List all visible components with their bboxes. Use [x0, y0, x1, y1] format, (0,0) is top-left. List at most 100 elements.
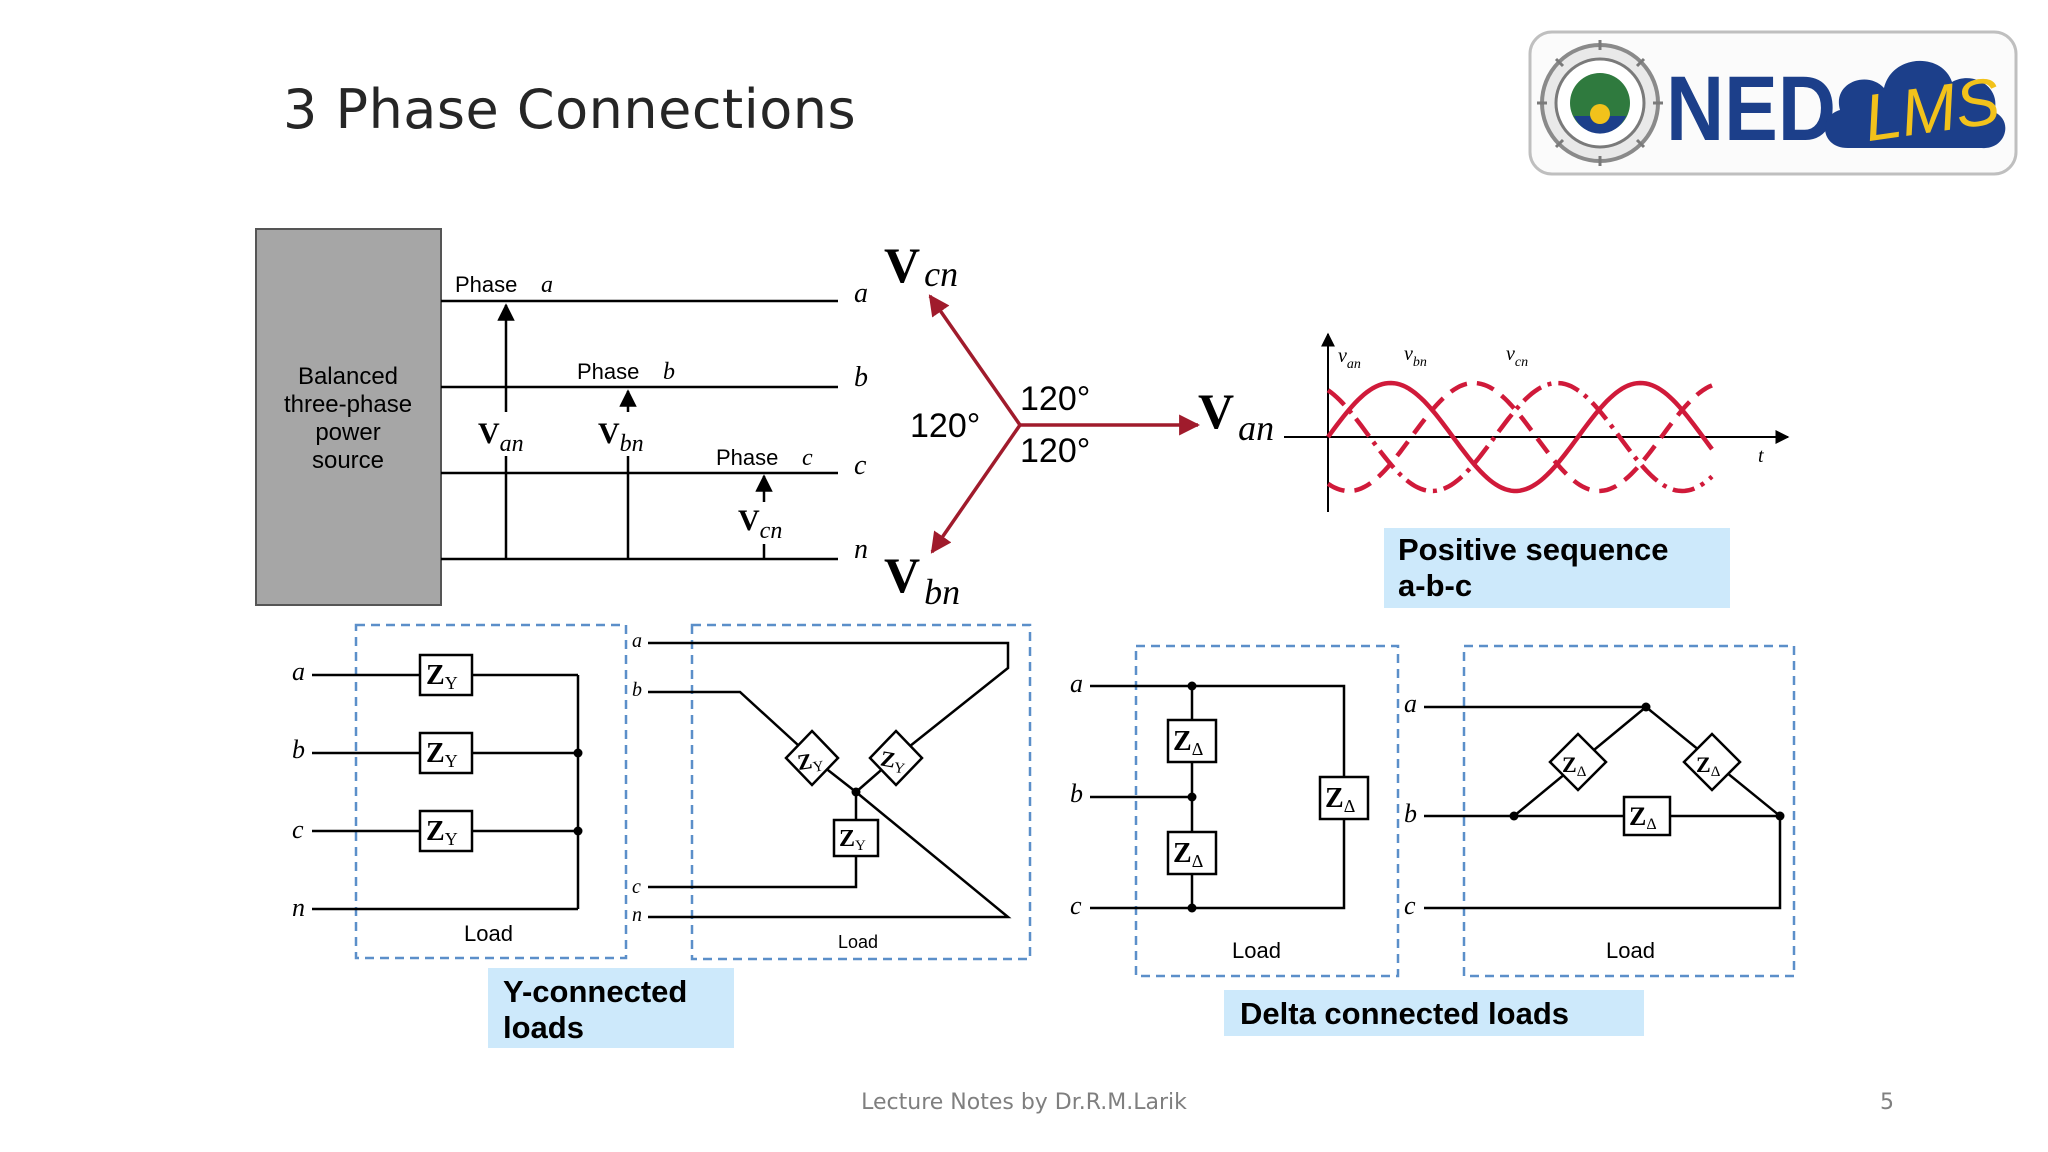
- waveform-van: [1326, 380, 1714, 494]
- d2-line-a: a: [1404, 689, 1417, 718]
- d1-line-c: c: [1070, 891, 1082, 920]
- source-label-1: Balanced: [298, 363, 398, 390]
- y-load-diagram-2: a b c n ZY ZY: [632, 623, 1032, 961]
- d2-load-label: Load: [1606, 938, 1655, 963]
- slide-title: 3 Phase Connections: [283, 78, 857, 141]
- line-label-n: n: [854, 534, 868, 565]
- y1-line-n: n: [292, 893, 305, 922]
- y-load-2-box: [690, 623, 1032, 961]
- source-label-2: three-phase: [284, 391, 412, 418]
- phasor-vcn-arrow: [928, 294, 1022, 427]
- svg-text:ZΔ: ZΔ: [1173, 726, 1203, 759]
- vbn-label: Vbn: [598, 417, 644, 457]
- ned-lms-logo: NED LMS: [1528, 30, 2018, 176]
- wave-axis-t-label: t: [1758, 445, 1764, 467]
- waveform-vcn: [1326, 380, 1714, 494]
- vcn-label: Vcn: [738, 504, 782, 544]
- d1-impedance-bc: ZΔ: [1166, 830, 1218, 876]
- phase-c-letter: c: [802, 445, 813, 471]
- y2-impedance-bottom: ZY: [832, 818, 880, 858]
- svg-text:ZΔ: ZΔ: [1562, 752, 1587, 780]
- y1-load-label: Load: [464, 921, 513, 946]
- waveform-plot: van vbn vcn t: [1284, 332, 1790, 512]
- source-label-4: source: [312, 447, 384, 474]
- y2-impedance-right: ZY: [868, 729, 924, 787]
- source-box: [255, 228, 442, 606]
- phase-c-word: Phase: [716, 445, 778, 470]
- angle-label-left: 120°: [910, 407, 980, 445]
- y1-line-a: a: [292, 657, 305, 686]
- delta-caption-text: Delta connected loads: [1240, 996, 1569, 1031]
- svg-text:ZY: ZY: [426, 660, 458, 693]
- y2-line-b: b: [632, 679, 642, 701]
- line-label-c: c: [854, 450, 867, 481]
- d2-impedance-right: ZΔ: [1682, 732, 1742, 792]
- svg-text:ZΔ: ZΔ: [1173, 838, 1203, 871]
- delta-load-diagram-2: a b c ZΔ ZΔ: [1404, 644, 1796, 978]
- angle-label-upper: 120°: [1020, 380, 1090, 418]
- y-load-diagram-1: a b c n ZY ZY ZY: [292, 623, 628, 960]
- page-number: 5: [1880, 1090, 1894, 1115]
- y-caption-line2: loads: [503, 1010, 584, 1045]
- y-connected-caption: Y-connected loads: [488, 968, 734, 1048]
- footer-text: Lecture Notes by Dr.R.M.Larik: [861, 1090, 1187, 1115]
- wave-label-vbn: vbn: [1404, 343, 1427, 370]
- y2-line-n: n: [632, 904, 642, 926]
- svg-text:ZY: ZY: [426, 738, 458, 771]
- positive-sequence-line1: Positive sequence: [1398, 532, 1669, 567]
- y1-impedance-2: ZY: [418, 731, 474, 775]
- svg-text:ZY: ZY: [796, 747, 825, 778]
- ned-seal-icon: [1537, 40, 1663, 166]
- phase-b-word: Phase: [577, 359, 639, 384]
- delta-load-2-box: [1462, 644, 1796, 978]
- y2-line-c: c: [632, 876, 641, 898]
- d1-line-a: a: [1070, 669, 1083, 698]
- d1-load-label: Load: [1232, 938, 1281, 963]
- delta-load-diagram-1: a b c ZΔ ZΔ Z: [1070, 644, 1400, 978]
- d1-impedance-ca: ZΔ: [1318, 775, 1370, 821]
- d1-impedance-ab: ZΔ: [1166, 718, 1218, 764]
- delta-connected-caption: Delta connected loads: [1224, 990, 1644, 1036]
- svg-text:ZY: ZY: [878, 746, 908, 778]
- waveform-vbn: [1326, 380, 1713, 494]
- d1-line-b: b: [1070, 779, 1083, 808]
- source-label-3: power: [315, 419, 380, 446]
- phase-a-word: Phase: [455, 272, 517, 297]
- svg-text:ZΔ: ZΔ: [1325, 783, 1355, 816]
- y2-line-a: a: [632, 630, 642, 652]
- line-label-b: b: [854, 362, 868, 393]
- y2-load-label: Load: [838, 932, 878, 952]
- d2-line-b: b: [1404, 799, 1417, 828]
- delta-load-1-box: [1134, 644, 1400, 978]
- positive-sequence-caption: Positive sequence a-b-c: [1384, 528, 1730, 608]
- source-diagram: Balanced three-phase power source Phase …: [255, 228, 868, 606]
- y-caption-line1: Y-connected: [503, 974, 687, 1009]
- phase-a-letter: a: [541, 272, 553, 298]
- phase-b-letter: b: [663, 359, 675, 385]
- y1-impedance-3: ZY: [418, 809, 474, 853]
- wave-label-van: van: [1338, 345, 1361, 372]
- y1-line-b: b: [292, 735, 305, 764]
- d2-impedance-left: ZΔ: [1548, 732, 1608, 792]
- y-load-1-box: [354, 623, 628, 960]
- phasor-vbn-arrow: [930, 424, 1022, 554]
- angle-label-lower: 120°: [1020, 432, 1090, 470]
- positive-sequence-line2: a-b-c: [1398, 568, 1472, 603]
- logo-ned-text: NED: [1666, 58, 1836, 160]
- y1-impedance-1: ZY: [418, 653, 474, 697]
- y2-impedance-left: ZY: [784, 729, 840, 787]
- d2-impedance-bottom: ZΔ: [1622, 795, 1672, 837]
- svg-text:ZY: ZY: [426, 816, 458, 849]
- wave-label-vcn: vcn: [1506, 343, 1528, 370]
- van-label: Van: [478, 417, 524, 457]
- svg-text:ZΔ: ZΔ: [1629, 802, 1657, 833]
- d2-line-c: c: [1404, 891, 1416, 920]
- y1-line-c: c: [292, 815, 304, 844]
- svg-text:ZΔ: ZΔ: [1696, 752, 1721, 780]
